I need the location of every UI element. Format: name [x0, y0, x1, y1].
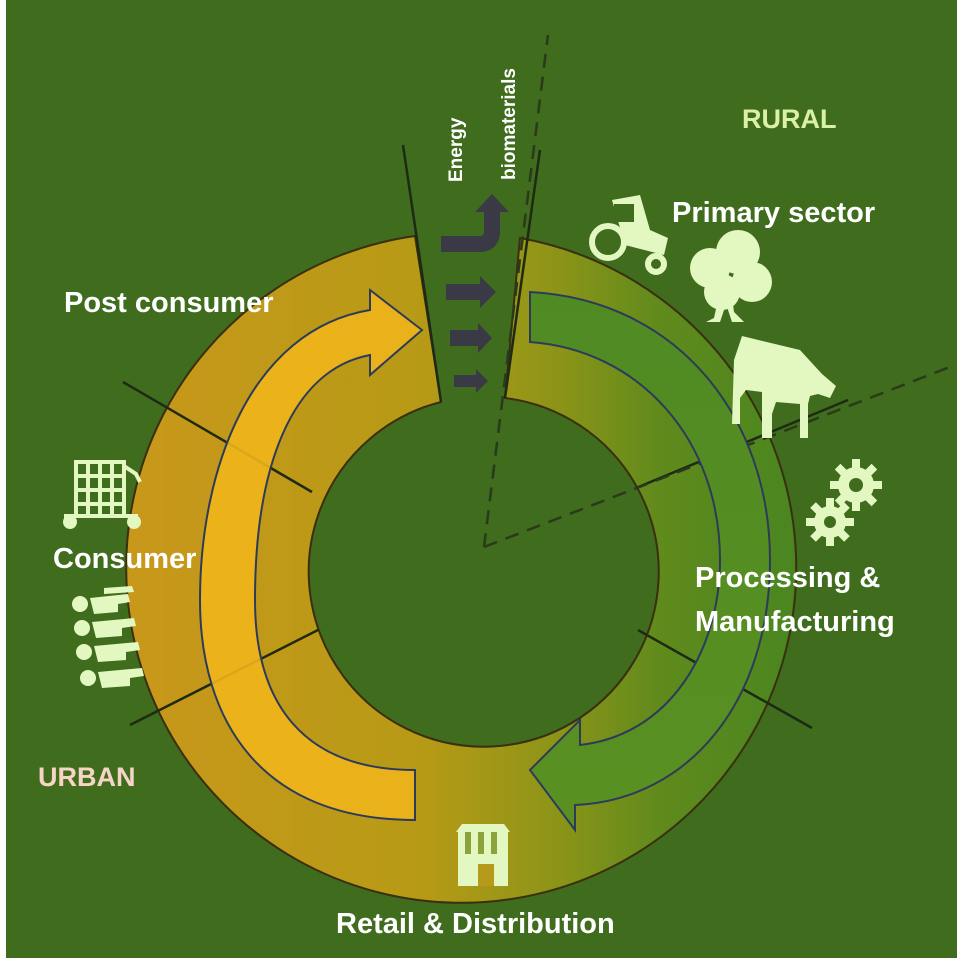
- storefront-icon: [456, 824, 510, 886]
- retail-label: Retail & Distribution: [336, 908, 615, 940]
- outflow-arrows: [446, 276, 496, 393]
- cow-icon: [732, 336, 836, 438]
- consumer-label: Consumer: [53, 543, 196, 575]
- biomaterials-label: biomaterials: [499, 68, 520, 180]
- processing-label-line2: Manufacturing: [695, 606, 895, 638]
- tractor-icon: [589, 195, 668, 275]
- tree-icon: [690, 230, 772, 322]
- post-consumer-label: Post consumer: [64, 287, 274, 319]
- people-icon: [72, 586, 144, 688]
- energy-label-group: Energy: [446, 117, 467, 182]
- flow-arrow-icon: [446, 276, 496, 308]
- flow-arrow-icon: [450, 323, 492, 353]
- rural-cycle-arrow: [528, 290, 772, 833]
- left-border: [0, 0, 6, 958]
- processing-label-line1: Processing &: [695, 562, 880, 594]
- biomaterials-label-group: biomaterials: [499, 68, 520, 180]
- energy-label: Energy: [446, 117, 467, 182]
- primary-sector-label: Primary sector: [672, 197, 875, 229]
- curved-up-arrow-icon: [441, 194, 509, 252]
- flow-arrow-icon: [454, 369, 488, 393]
- urban-cycle-arrow: [198, 287, 424, 822]
- gears-icon: [806, 459, 882, 546]
- rural-label: RURAL: [742, 104, 837, 134]
- shopping-cart-icon: [63, 460, 142, 529]
- urban-label: URBAN: [38, 762, 136, 792]
- rural-boundary-lines: [482, 34, 956, 549]
